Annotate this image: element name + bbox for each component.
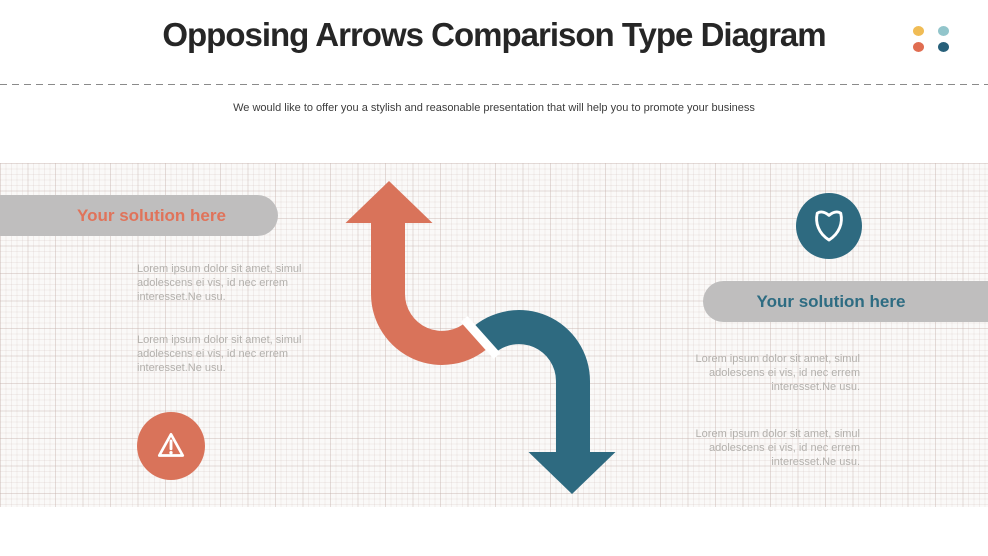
decor-dots [913,26,949,52]
text-block-right-2: Lorem ipsum dolor sit amet, simul adoles… [660,427,860,469]
right-solution-pill: Your solution here [703,281,988,322]
decor-dot-light-teal [938,26,949,36]
warning-triangle-icon [157,432,185,457]
decor-dot-dark-teal [938,42,949,52]
decor-dot-yellow [913,26,924,36]
text-line: interesset.Ne usu. [771,456,860,468]
text-block-left-1: Lorem ipsum dolor sit amet, simul adoles… [137,262,329,304]
right-solution-label: Your solution here [756,291,906,311]
text-line: adolescens ei vis, id nec errem [708,442,860,454]
left-solution-pill: Your solution here [0,195,278,236]
text-line: adolescens ei vis, id nec errem [137,277,289,289]
decor-dot-salmon [913,42,924,52]
text-block-right-1: Lorem ipsum dolor sit amet, simul adoles… [660,352,860,394]
text-line: interesset.Ne usu. [137,362,226,374]
page-title: Opposing Arrows Comparison Type Diagram [162,16,826,53]
text-block-left-2: Lorem ipsum dolor sit amet, simul adoles… [137,333,329,375]
text-line: Lorem ipsum dolor sit amet, simul [695,353,860,365]
warning-icon-circle [137,412,205,480]
text-line: Lorem ipsum dolor sit amet, simul [695,428,860,440]
text-line: interesset.Ne usu. [771,381,860,393]
shield-icon-circle [796,193,862,259]
text-line: Lorem ipsum dolor sit amet, simul [137,263,302,275]
text-line: adolescens ei vis, id nec errem [708,367,860,379]
subtitle: We would like to offer you a stylish and… [233,102,755,114]
text-line: interesset.Ne usu. [137,291,226,303]
text-line: adolescens ei vis, id nec errem [137,348,289,360]
shield-icon [815,210,843,242]
left-solution-label: Your solution here [77,205,226,225]
text-line: Lorem ipsum dolor sit amet, simul [137,334,302,346]
dashed-divider [0,84,988,85]
